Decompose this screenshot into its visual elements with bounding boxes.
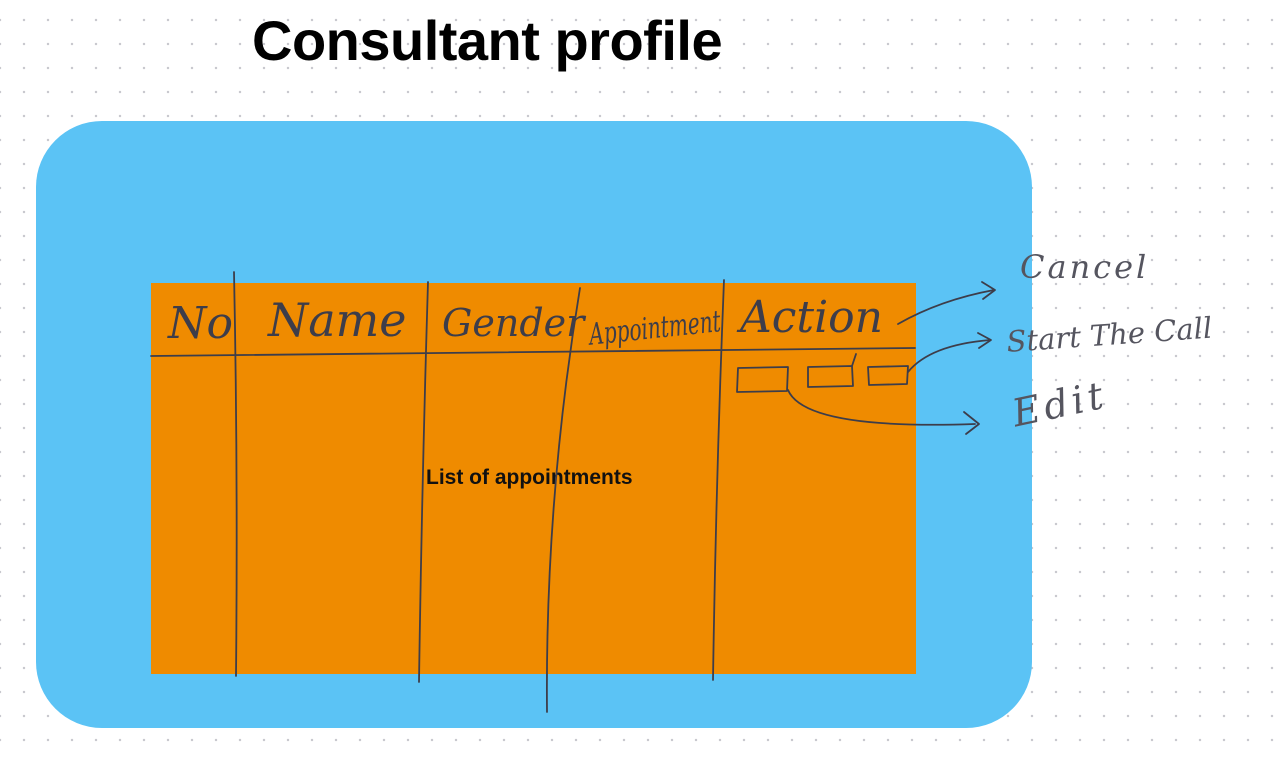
arrow-to-edit xyxy=(787,389,976,426)
column-divider xyxy=(545,287,581,713)
start-call-button-sketch xyxy=(867,365,909,386)
column-divider xyxy=(712,279,725,681)
column-divider xyxy=(233,271,238,677)
annotation-cancel: Cancel xyxy=(1020,248,1149,286)
edit-button-sketch xyxy=(736,366,789,393)
cancel-button-tick xyxy=(851,353,857,367)
column-header-action: Action xyxy=(736,292,883,343)
annotation-edit: Edit xyxy=(1007,373,1111,436)
column-header-gender: Gender xyxy=(442,301,587,345)
header-divider xyxy=(150,347,916,357)
column-header-name: Name xyxy=(267,293,407,347)
cancel-button-sketch xyxy=(807,365,854,388)
column-divider xyxy=(418,281,429,683)
page-title: Consultant profile xyxy=(252,9,723,72)
column-header-appointment: Appointment xyxy=(585,304,723,353)
appointments-table xyxy=(151,283,916,674)
arrow-to-start-call xyxy=(907,339,991,373)
appointments-list-label: List of appointments xyxy=(426,466,633,489)
column-header-no: No xyxy=(167,298,233,349)
annotation-start-call: Start The Call xyxy=(1005,311,1213,359)
arrow-to-cancel xyxy=(897,289,995,325)
